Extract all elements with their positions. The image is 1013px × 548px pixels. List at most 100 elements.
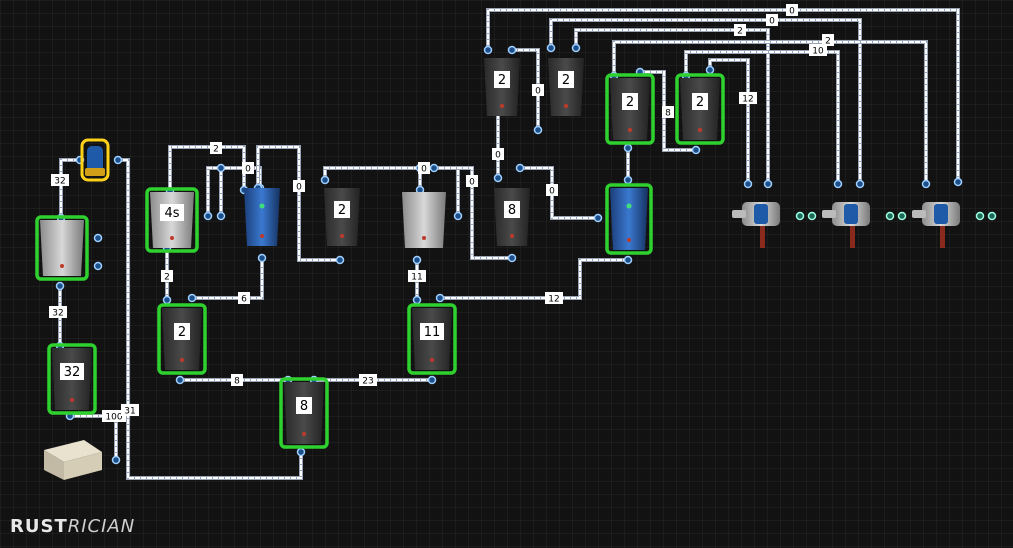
wire-port[interactable] [412,295,422,305]
wire-label-24: 12 [739,92,757,105]
wire-port[interactable] [162,295,172,305]
device-auto-turret-turret3[interactable] [912,202,997,248]
wire-port[interactable] [453,211,463,221]
wire-22[interactable] [574,28,770,186]
wire-port[interactable] [111,455,121,465]
wire-port[interactable] [320,175,330,185]
wire-19[interactable] [510,48,540,132]
svg-text:0: 0 [495,151,501,161]
device-auto-turret-turret1[interactable] [732,202,817,248]
wire-12[interactable] [438,258,630,300]
wire-20[interactable] [486,8,960,184]
wire-7[interactable] [256,145,342,262]
wire-23[interactable] [612,40,928,186]
turret-port[interactable] [885,211,895,221]
wire-16[interactable] [432,166,514,260]
wire-8[interactable] [323,166,422,192]
wire-port[interactable] [705,65,715,75]
wire-port[interactable] [429,163,439,173]
wire-port[interactable] [833,179,843,189]
wire-port[interactable] [435,293,445,303]
device-label: 2 [626,95,634,110]
device-battery-bat_b[interactable] [605,183,653,255]
wire-port[interactable] [546,43,556,53]
device-branch-t1[interactable]: 2 [484,58,520,116]
device-timer-t4s[interactable]: 4s [145,187,199,253]
wire-10[interactable] [190,256,264,300]
wire-3[interactable] [116,158,303,480]
wire-port[interactable] [533,125,543,135]
svg-text:0: 0 [789,7,795,17]
wire-port[interactable] [335,255,345,265]
device-branch-b8a[interactable]: 8 [494,188,530,246]
turret-port[interactable] [897,211,907,221]
wire-port[interactable] [507,45,517,55]
svg-text:0: 0 [245,165,251,175]
device-branch-t4[interactable]: 2 [675,73,725,145]
device-battery-bat_a[interactable] [244,188,280,246]
wire-label-1: 32 [49,306,67,319]
device-branch-b32[interactable]: 32 [47,343,97,415]
device-label: 4s [164,206,179,221]
wire-port[interactable] [855,179,865,189]
turret-port[interactable] [975,211,985,221]
device-branch-b11[interactable]: 11 [407,303,457,375]
wire-port[interactable] [216,211,226,221]
wire-label-16: 0 [532,84,544,97]
turret-port[interactable] [807,211,817,221]
wire-port[interactable] [571,43,581,53]
wire-port[interactable] [296,447,306,457]
wire-port[interactable] [593,213,603,223]
wire-port[interactable] [216,163,226,173]
wire-port[interactable] [507,253,517,263]
wire-port[interactable] [743,179,753,189]
wire-port[interactable] [203,211,213,221]
wire-port[interactable] [515,163,525,173]
turret-port[interactable] [795,211,805,221]
wire-21[interactable] [549,18,862,186]
device-storage-box-box[interactable] [44,440,102,480]
turret-port[interactable] [987,211,997,221]
wire-port[interactable] [55,281,65,291]
svg-text:0: 0 [421,165,427,175]
wire-port[interactable] [187,293,197,303]
wire-port[interactable] [691,145,701,155]
svg-text:6: 6 [241,295,247,305]
wire-port[interactable] [483,45,493,55]
svg-text:31: 31 [124,407,135,417]
svg-text:8: 8 [234,377,240,387]
wire-port[interactable] [175,375,185,385]
device-timer-tm2[interactable] [402,192,446,248]
wire-port[interactable] [493,173,503,183]
wire-label-18: 0 [786,4,798,17]
wire-0[interactable] [59,158,82,220]
device-port[interactable] [93,261,103,271]
wire-port[interactable] [623,143,633,153]
wire-24[interactable] [684,50,840,186]
device-branch-t3[interactable]: 2 [605,73,655,145]
wire-port[interactable] [113,155,123,165]
wire-port[interactable] [763,179,773,189]
wire-18[interactable] [518,166,600,220]
wire-port[interactable] [623,175,633,185]
wire-port[interactable] [257,253,267,263]
device-branch-b8b[interactable]: 8 [279,377,329,449]
svg-text:32: 32 [54,177,65,187]
device-small-battery-bat32[interactable] [35,215,89,281]
wire-port[interactable] [953,177,963,187]
wire-port[interactable] [623,255,633,265]
wire-port[interactable] [921,179,931,189]
device-branch-b2c[interactable]: 2 [324,188,360,246]
device-auto-turret-turret2[interactable] [822,202,907,248]
wire-label-15: 0 [492,148,504,161]
device-solar-source-src[interactable] [80,138,110,182]
wire-port[interactable] [427,375,437,385]
device-port[interactable] [93,233,103,243]
wire-port[interactable] [412,255,422,265]
wire-26[interactable] [708,58,750,186]
svg-text:12: 12 [548,295,559,305]
device-branch-t2[interactable]: 2 [548,58,584,116]
device-label: 2 [178,325,186,340]
device-branch-b2a[interactable]: 2 [157,303,207,375]
